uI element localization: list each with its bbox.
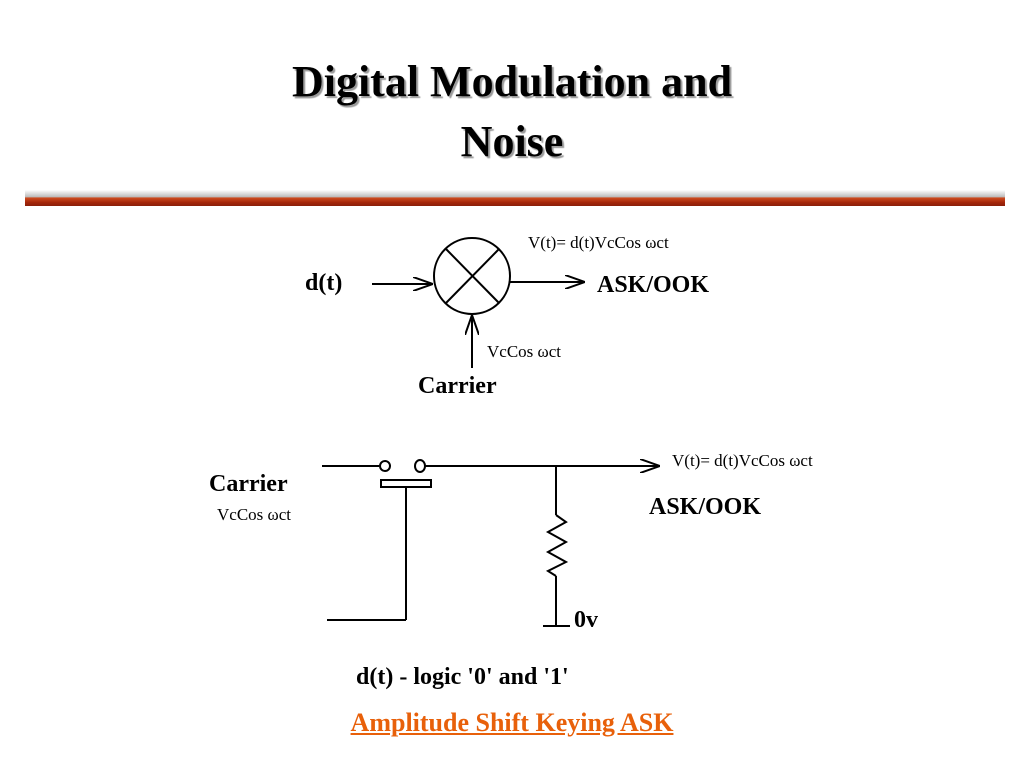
slide-title-line-2: Noise [460,117,564,166]
load-resistor [545,514,569,577]
title-divider-bar [25,190,1005,206]
mixer-output-label: ASK/OOK [597,272,709,298]
switch-output-equation: V(t)= d(t)VcCos ωct [672,451,813,470]
switch-carrier-label: Carrier [209,471,288,497]
mixer-block: d(t) ASK/OOK Carrier V(t)= d(t)VcCos ωct… [305,233,709,399]
mixer-cross-line [445,248,500,304]
mixer-carrier-equation: VcCos ωct [487,342,561,361]
switch-output-label: ASK/OOK [649,494,761,520]
switch-contact-left [379,460,391,472]
switch-bar [380,479,432,488]
mixer-output-equation: V(t)= d(t)VcCos ωct [528,233,669,252]
mixer-carrier-label: Carrier [418,373,497,399]
mixer-input-label: d(t) [305,270,342,296]
slide-caption: Amplitude Shift Keying ASK [350,708,674,737]
switch-circuit: Carrier VcCos ωct V(t)= d(t)VcCos ωct AS… [209,451,813,690]
slide-title: Digital Modulation and Noise [0,52,1024,172]
ground-label: 0v [574,607,598,633]
switch-control-label: d(t) - logic '0' and '1' [356,664,569,690]
slide-title-line-1: Digital Modulation and [291,57,733,106]
mixer-symbol [433,237,511,315]
switch-carrier-equation: VcCos ωct [217,505,291,524]
switch-contact-right [414,459,426,473]
